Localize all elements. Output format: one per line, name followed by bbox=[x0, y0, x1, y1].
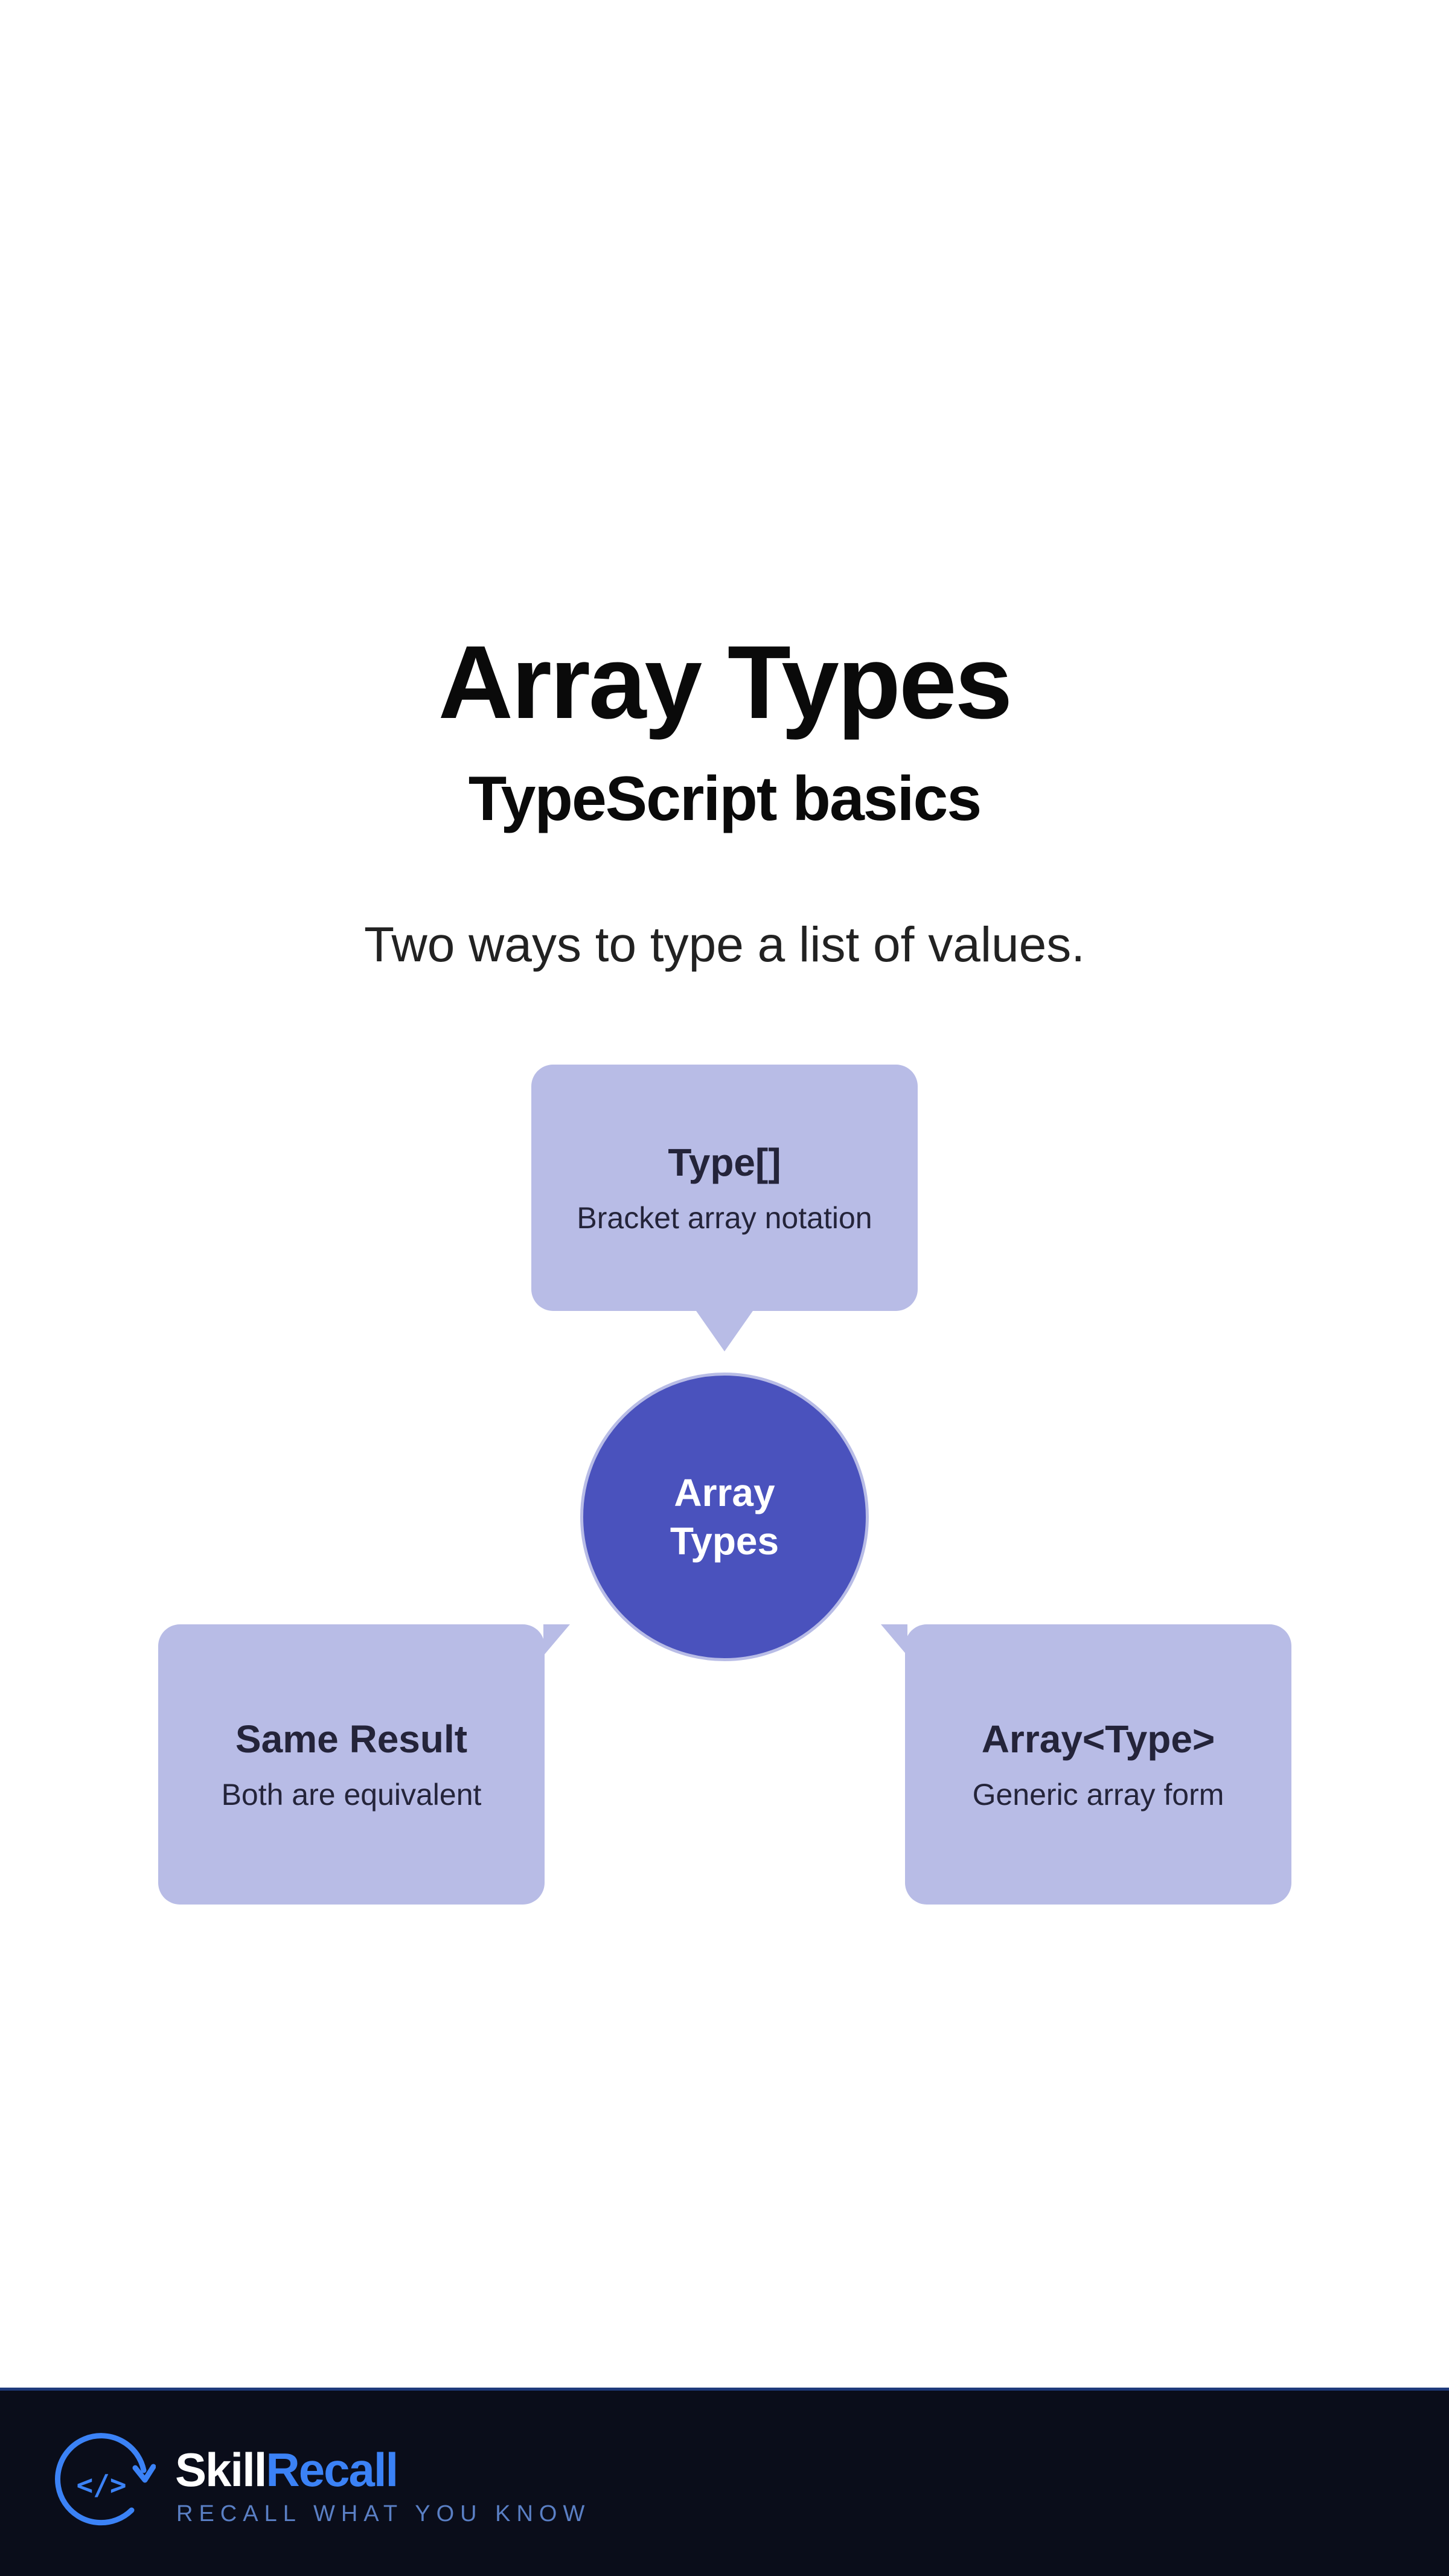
node-same-result: Same Result Both are equivalent bbox=[158, 1624, 545, 1905]
brand-name-part2: Recall bbox=[266, 2443, 398, 2496]
hub-circle: Array Types bbox=[580, 1373, 869, 1661]
node-label: Same Result bbox=[235, 1717, 468, 1761]
page-tagline: Two ways to type a list of values. bbox=[363, 917, 1086, 972]
page-subtitle: TypeScript basics bbox=[468, 764, 982, 834]
node-type-bracket: Type[] Bracket array notation bbox=[531, 1065, 918, 1311]
footer-bar: </> SkillRecall RECALL WHAT YOU KNOW bbox=[0, 2388, 1449, 2576]
node-description: Both are equivalent bbox=[221, 1778, 482, 1812]
svg-text:</>: </> bbox=[76, 2469, 126, 2501]
brand-logo-text: SkillRecall bbox=[175, 2443, 398, 2497]
node-left-pointer bbox=[543, 1624, 570, 1656]
brand-tagline: RECALL WHAT YOU KNOW bbox=[176, 2501, 591, 2526]
node-label: Array<Type> bbox=[981, 1717, 1215, 1761]
code-brackets-icon: </> bbox=[55, 2433, 156, 2526]
node-label: Type[] bbox=[668, 1141, 781, 1184]
node-description: Generic array form bbox=[972, 1778, 1224, 1812]
brand-name-part1: Skill bbox=[175, 2443, 267, 2496]
hub-label: Array Types bbox=[670, 1471, 779, 1563]
node-top-pointer bbox=[695, 1309, 754, 1351]
node-description: Bracket array notation bbox=[577, 1201, 872, 1235]
node-right-pointer bbox=[881, 1624, 907, 1656]
page-title: Array Types bbox=[438, 624, 1013, 740]
node-array-generic: Array<Type> Generic array form bbox=[905, 1624, 1291, 1905]
